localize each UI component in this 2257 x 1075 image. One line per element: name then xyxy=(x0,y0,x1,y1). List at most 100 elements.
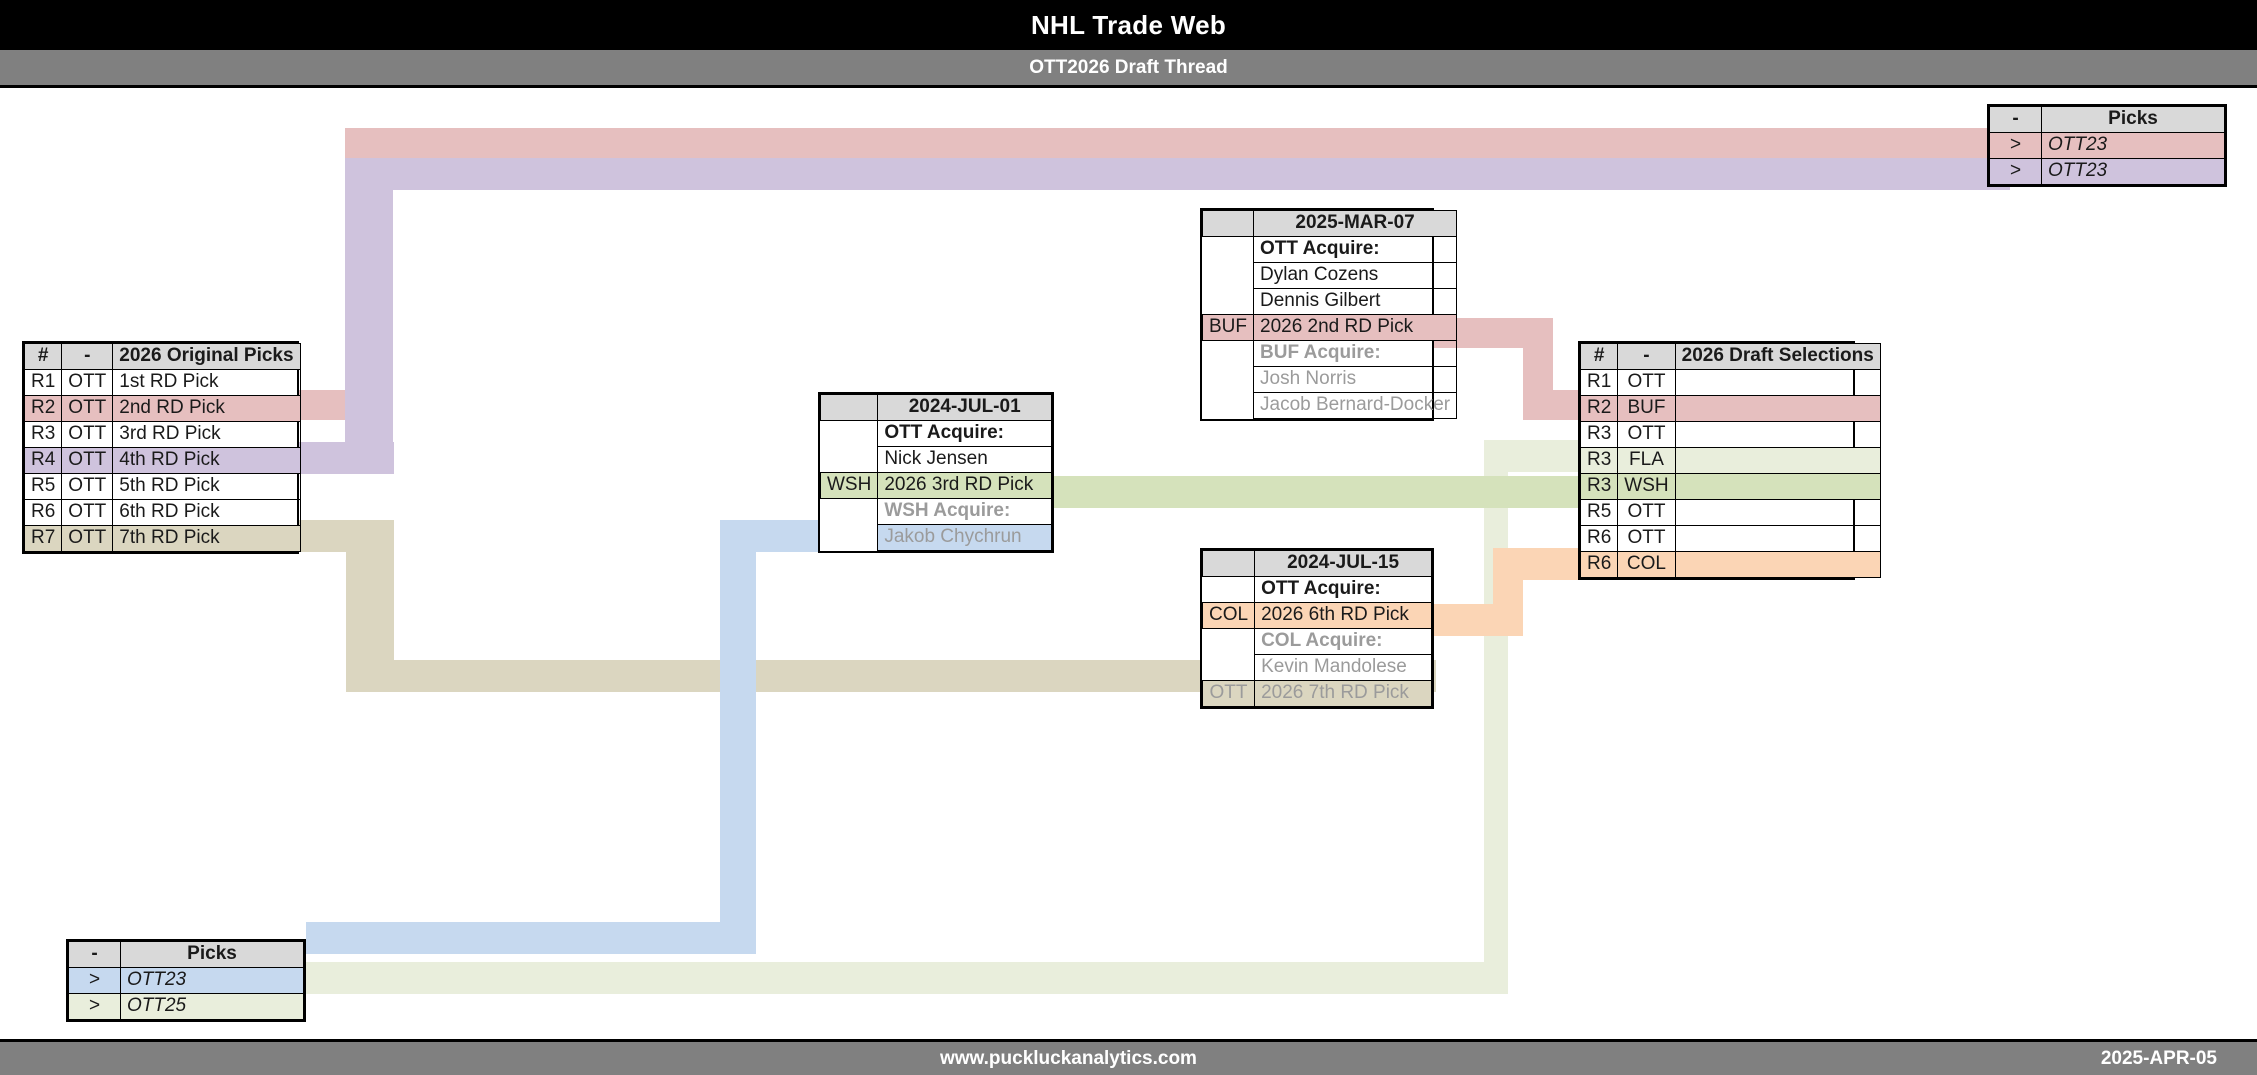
trade-card-date: 2025-MAR-07 xyxy=(1252,210,1458,237)
draft-selection-team: OTT xyxy=(1617,421,1676,448)
draft-selection-team: COL xyxy=(1617,551,1676,578)
draft-selection-team: OTT xyxy=(1617,369,1676,396)
original-pick-desc: 3rd RD Pick xyxy=(112,421,301,448)
draft-selection-round: R2 xyxy=(1579,395,1619,422)
original-pick-team: OTT xyxy=(61,447,114,474)
col-header-num: # xyxy=(1579,343,1619,370)
trade-line-spacer xyxy=(821,525,878,551)
col-header-desc: 2026 Draft Selections xyxy=(1674,343,1881,370)
ribbon-gp-seg-v1 xyxy=(1484,440,1508,994)
draft-selection-desc xyxy=(1674,369,1881,396)
trade-line-spacer xyxy=(821,421,878,447)
draft-selection-round: R5 xyxy=(1579,499,1619,526)
trade-line-text: Dylan Cozens xyxy=(1252,262,1458,289)
table-header-row: - Picks xyxy=(68,941,304,968)
trade-card-2025-mar-07[interactable]: 2025-MAR-07 OTT Acquire: Dylan Cozens De… xyxy=(1200,208,1458,421)
table-row[interactable]: >OTT23 xyxy=(1989,158,2225,185)
trade-line-text: 2026 7th RD Pick xyxy=(1254,680,1432,707)
trade-card-line: OTT Acquire: xyxy=(1203,576,1432,603)
table-row[interactable]: >OTT23 xyxy=(68,967,304,994)
ribbon-pink-seg-h2 xyxy=(345,128,2010,158)
footer-date: 2025-APR-05 xyxy=(2100,1047,2217,1069)
original-pick-round: R7 xyxy=(23,525,63,552)
pick-entry-arrow: > xyxy=(1989,158,2042,185)
draft-selection-desc xyxy=(1674,447,1881,474)
col-header-num: # xyxy=(23,343,63,370)
original-pick-round: R2 xyxy=(23,395,63,422)
table-row[interactable]: >OTT25 xyxy=(68,993,304,1020)
trade-line-spacer xyxy=(1203,629,1255,655)
original-pick-round: R6 xyxy=(23,499,63,526)
draft-selection-team: OTT xyxy=(1617,499,1676,526)
trade-card-line: OTT Acquire: xyxy=(821,420,1052,447)
trade-line-team-tag: WSH xyxy=(819,472,879,499)
draft-selection-team: OTT xyxy=(1617,525,1676,552)
original-pick-round: R5 xyxy=(23,473,63,500)
pick-entry-arrow: > xyxy=(68,967,121,994)
ribbon-blue-seg-h2 xyxy=(720,520,820,552)
original-pick-team: OTT xyxy=(61,395,114,422)
trade-card-line: Nick Jensen xyxy=(821,446,1052,473)
draft-selection-team: FLA xyxy=(1617,447,1676,474)
trade-card-header-row: 2025-MAR-07 xyxy=(1202,210,1458,237)
original-pick-desc: 6th RD Pick xyxy=(112,499,301,526)
trade-card-line: Kevin Mandolese xyxy=(1203,654,1432,681)
original-pick-round: R4 xyxy=(23,447,63,474)
original-pick-team: OTT xyxy=(61,473,114,500)
trade-card-date: 2024-JUL-15 xyxy=(1254,550,1432,577)
ribbon-blue-seg-h1 xyxy=(306,922,720,954)
trade-card-line: COL Acquire: xyxy=(1203,628,1432,655)
trade-line-spacer xyxy=(1203,393,1254,419)
trade-line-text: Nick Jensen xyxy=(877,446,1052,473)
table-header-row: # - 2026 Draft Selections xyxy=(1579,343,1881,370)
trade-line-text: 2026 6th RD Pick xyxy=(1254,602,1432,629)
trade-line-text: 2026 3rd RD Pick xyxy=(877,472,1052,499)
trade-card-tag-header xyxy=(819,394,879,421)
original-pick-desc: 2nd RD Pick xyxy=(112,395,301,422)
original-pick-desc: 1st RD Pick xyxy=(112,369,301,396)
draft-selection-desc xyxy=(1674,395,1881,422)
trade-line-text: Jacob Bernard-Docker xyxy=(1252,392,1458,419)
draft-selection-desc xyxy=(1674,551,1881,578)
table-row[interactable]: >OTT23 xyxy=(1989,132,2225,159)
app-footer-bar: www.puckluckanalytics.com 2025-APR-05 xyxy=(0,1039,2257,1075)
trade-card-tag-header xyxy=(1201,550,1256,577)
pick-entry-label: OTT23 xyxy=(120,967,304,994)
trade-line-text: Dennis Gilbert xyxy=(1252,288,1458,315)
original-pick-round: R1 xyxy=(23,369,63,396)
col-header-picks: Picks xyxy=(2041,106,2225,133)
draft-selection-desc xyxy=(1674,525,1881,552)
ribbon-gp-seg-h2 xyxy=(1484,440,1580,472)
original-pick-round: R3 xyxy=(23,421,63,448)
trade-card-line: OTT Acquire: xyxy=(1203,236,1458,263)
picks-bottom-left-body: >OTT23>OTT25 xyxy=(68,967,304,1020)
picks-table-bottom-left: - Picks >OTT23>OTT25 xyxy=(66,939,306,1022)
ribbon-gp-seg-h1 xyxy=(306,962,1508,994)
trade-line-text: COL Acquire: xyxy=(1254,628,1432,655)
thread-subtitle: OTT2026 Draft Thread xyxy=(1029,56,1228,78)
trade-card-line: WSH Acquire: xyxy=(821,498,1052,525)
trade-line-text: Josh Norris xyxy=(1252,366,1458,393)
trade-card-line: Dennis Gilbert xyxy=(1203,288,1458,315)
